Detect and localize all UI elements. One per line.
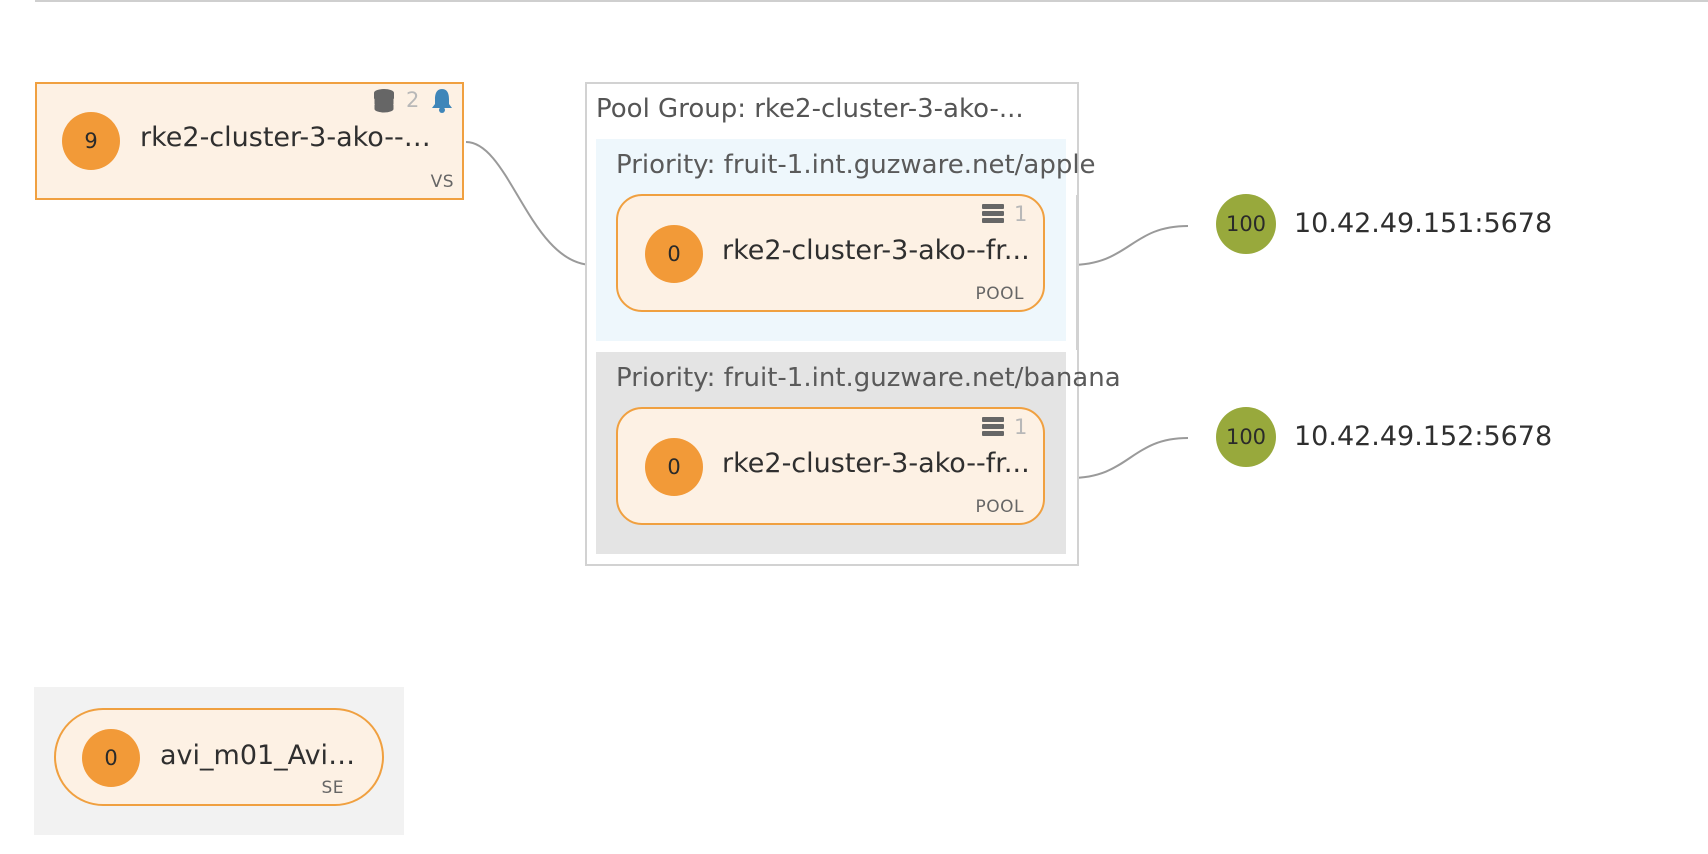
se-name: avi_m01_Avi-... [160,740,360,771]
top-divider [35,0,1708,2]
vs-health-score: 9 [62,112,120,170]
pool-group-title: Pool Group: rke2-cluster-3-ako-... [596,94,1024,124]
pool-card-apple[interactable]: 0 rke2-cluster-3-ako--fr... 1 POOL [616,194,1045,312]
se-health-score: 0 [82,729,140,787]
pool-banana-to-member-link [1069,437,1189,479]
member-2-address[interactable]: 10.42.49.152:5678 [1294,421,1553,452]
server-icon [982,204,1004,223]
bell-icon[interactable] [430,87,454,113]
vs-count: 2 [406,88,420,112]
member-1-health-score[interactable]: 100 [1216,194,1276,254]
virtual-service-card[interactable]: 9 rke2-cluster-3-ako--S... 2 VS [35,82,464,200]
pool-banana-name: rke2-cluster-3-ako--fr... [722,448,1030,479]
pool-banana-health-score: 0 [645,438,703,496]
priority-title-banana: Priority: fruit-1.int.guzware.net/banana [616,363,1121,393]
pool-apple-count: 1 [1014,202,1028,226]
vs-name: rke2-cluster-3-ako--S... [140,122,440,153]
member-1-address[interactable]: 10.42.49.151:5678 [1294,208,1553,239]
se-type-label: SE [321,778,344,798]
pool-apple-to-member-link [1069,225,1189,266]
vs-to-poolgroup-link [465,141,594,266]
server-icon [982,417,1004,436]
pool-banana-type-label: POOL [975,497,1024,517]
priority-title-apple: Priority: fruit-1.int.guzware.net/apple [616,150,1096,180]
member-2-health-score[interactable]: 100 [1216,407,1276,467]
vs-type-label: VS [430,172,454,192]
pool-banana-count: 1 [1014,415,1028,439]
pool-apple-name: rke2-cluster-3-ako--fr... [722,235,1030,266]
pool-apple-health-score: 0 [645,225,703,283]
pool-apple-type-label: POOL [975,284,1024,304]
priority-divider [1076,195,1078,350]
service-engine-card[interactable]: 0 avi_m01_Avi-... SE [54,708,384,806]
database-icon [373,89,395,114]
pool-card-banana[interactable]: 0 rke2-cluster-3-ako--fr... 1 POOL [616,407,1045,525]
